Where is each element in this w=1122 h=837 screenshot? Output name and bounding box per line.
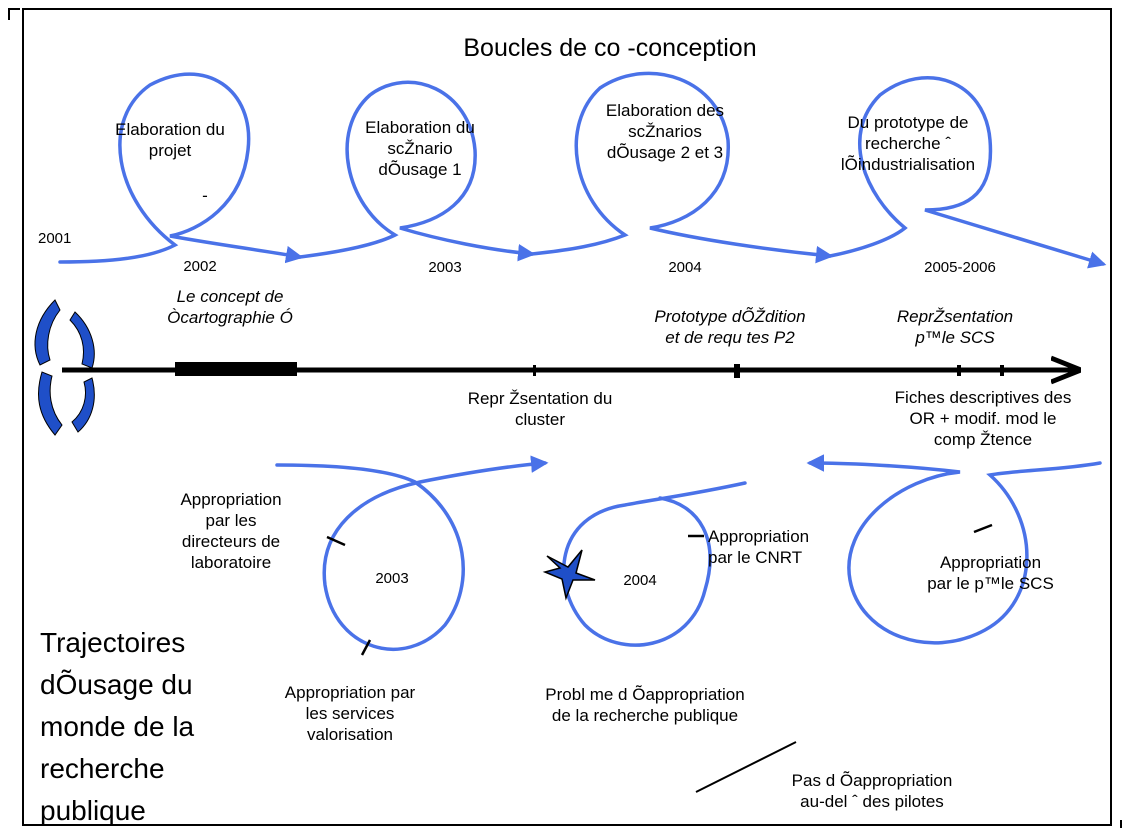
timeline-tick-fiches [1000,365,1004,376]
top-loop-2 [298,80,536,262]
timeline-tick-cluster [533,365,536,376]
top-loop-3-year: 2004 [668,259,702,276]
problem-star-icon [542,549,596,601]
top-loop-2-label: Elaboration du scŽnario dÕusage 1 [365,118,475,179]
note-pointer-line [695,741,797,793]
top-loops [58,71,1107,269]
timeline-bar-cartographie [175,362,297,376]
top-loop-4 [828,76,1107,269]
label-valorisation: Appropriation par les services valorisat… [284,683,416,744]
tick-scs [973,523,993,534]
label-probleme: Probl me d Õappropriation de la recherch… [545,685,745,725]
cycle-arrows-icon [34,299,95,436]
bottom-loop-1-year: 2003 [375,570,409,587]
top-loop-2-year: 2003 [428,259,462,276]
bottom-loop-1 [275,455,549,651]
milestone-cartographie: Le concept de Òcartographie Ó [167,287,293,327]
top-loop-3-label: Elaboration des scŽnarios dÕusage 2 et 3 [605,101,725,162]
stray-mark: - [202,186,208,205]
top-loop-1 [58,72,304,264]
bottom-loop-2-year: 2004 [623,572,657,589]
note-pas-appropriation: Pas d Õappropriation au-del ˆ des pilote… [791,771,953,811]
milestone-scs: ReprŽsentation p™le SCS [896,307,1014,347]
frame-corner-bottom-right [1116,820,1122,828]
diagram-title: Boucles de co -conception [463,34,757,62]
tick-directeurs [326,535,346,547]
top-loop-4-label: Du prototype de recherche ˆ lÕindustrial… [840,113,976,174]
top-loop-4-year: 2005-2006 [924,259,996,276]
top-loop-1-year: 2002 [183,258,217,275]
frame-corner-top-left [8,8,20,20]
milestone-fiches: Fiches descriptives des OR + modif. mod … [894,388,1072,449]
year-start: 2001 [38,230,72,247]
bottom-loop-3 [806,454,1102,645]
tick-valorisation [360,639,372,656]
milestone-cluster: Repr Žsentation du cluster [467,389,613,429]
timeline-tick-prototype [734,364,740,378]
timeline-tick-scs [957,365,961,376]
trajectoires-title: Trajectoires dÕusage du monde de la rech… [40,627,195,826]
diagram-frame [22,8,1112,826]
label-pole-scs: Appropriation par le p™le SCS [927,553,1054,593]
label-directeurs: Appropriation par les directeurs de labo… [180,490,282,572]
timeline [62,362,1078,378]
top-loop-1-label: Elaboration du projet [115,120,225,160]
top-loop-3 [530,71,834,264]
milestone-prototype: Prototype dÕŽdition et de requ tes P2 [654,307,806,347]
bottom-loops [275,454,1102,651]
label-cnrt: Appropriation par le CNRT [708,527,810,567]
bottom-loop-2 [562,481,747,647]
bottom-loop-ticks [326,523,993,656]
